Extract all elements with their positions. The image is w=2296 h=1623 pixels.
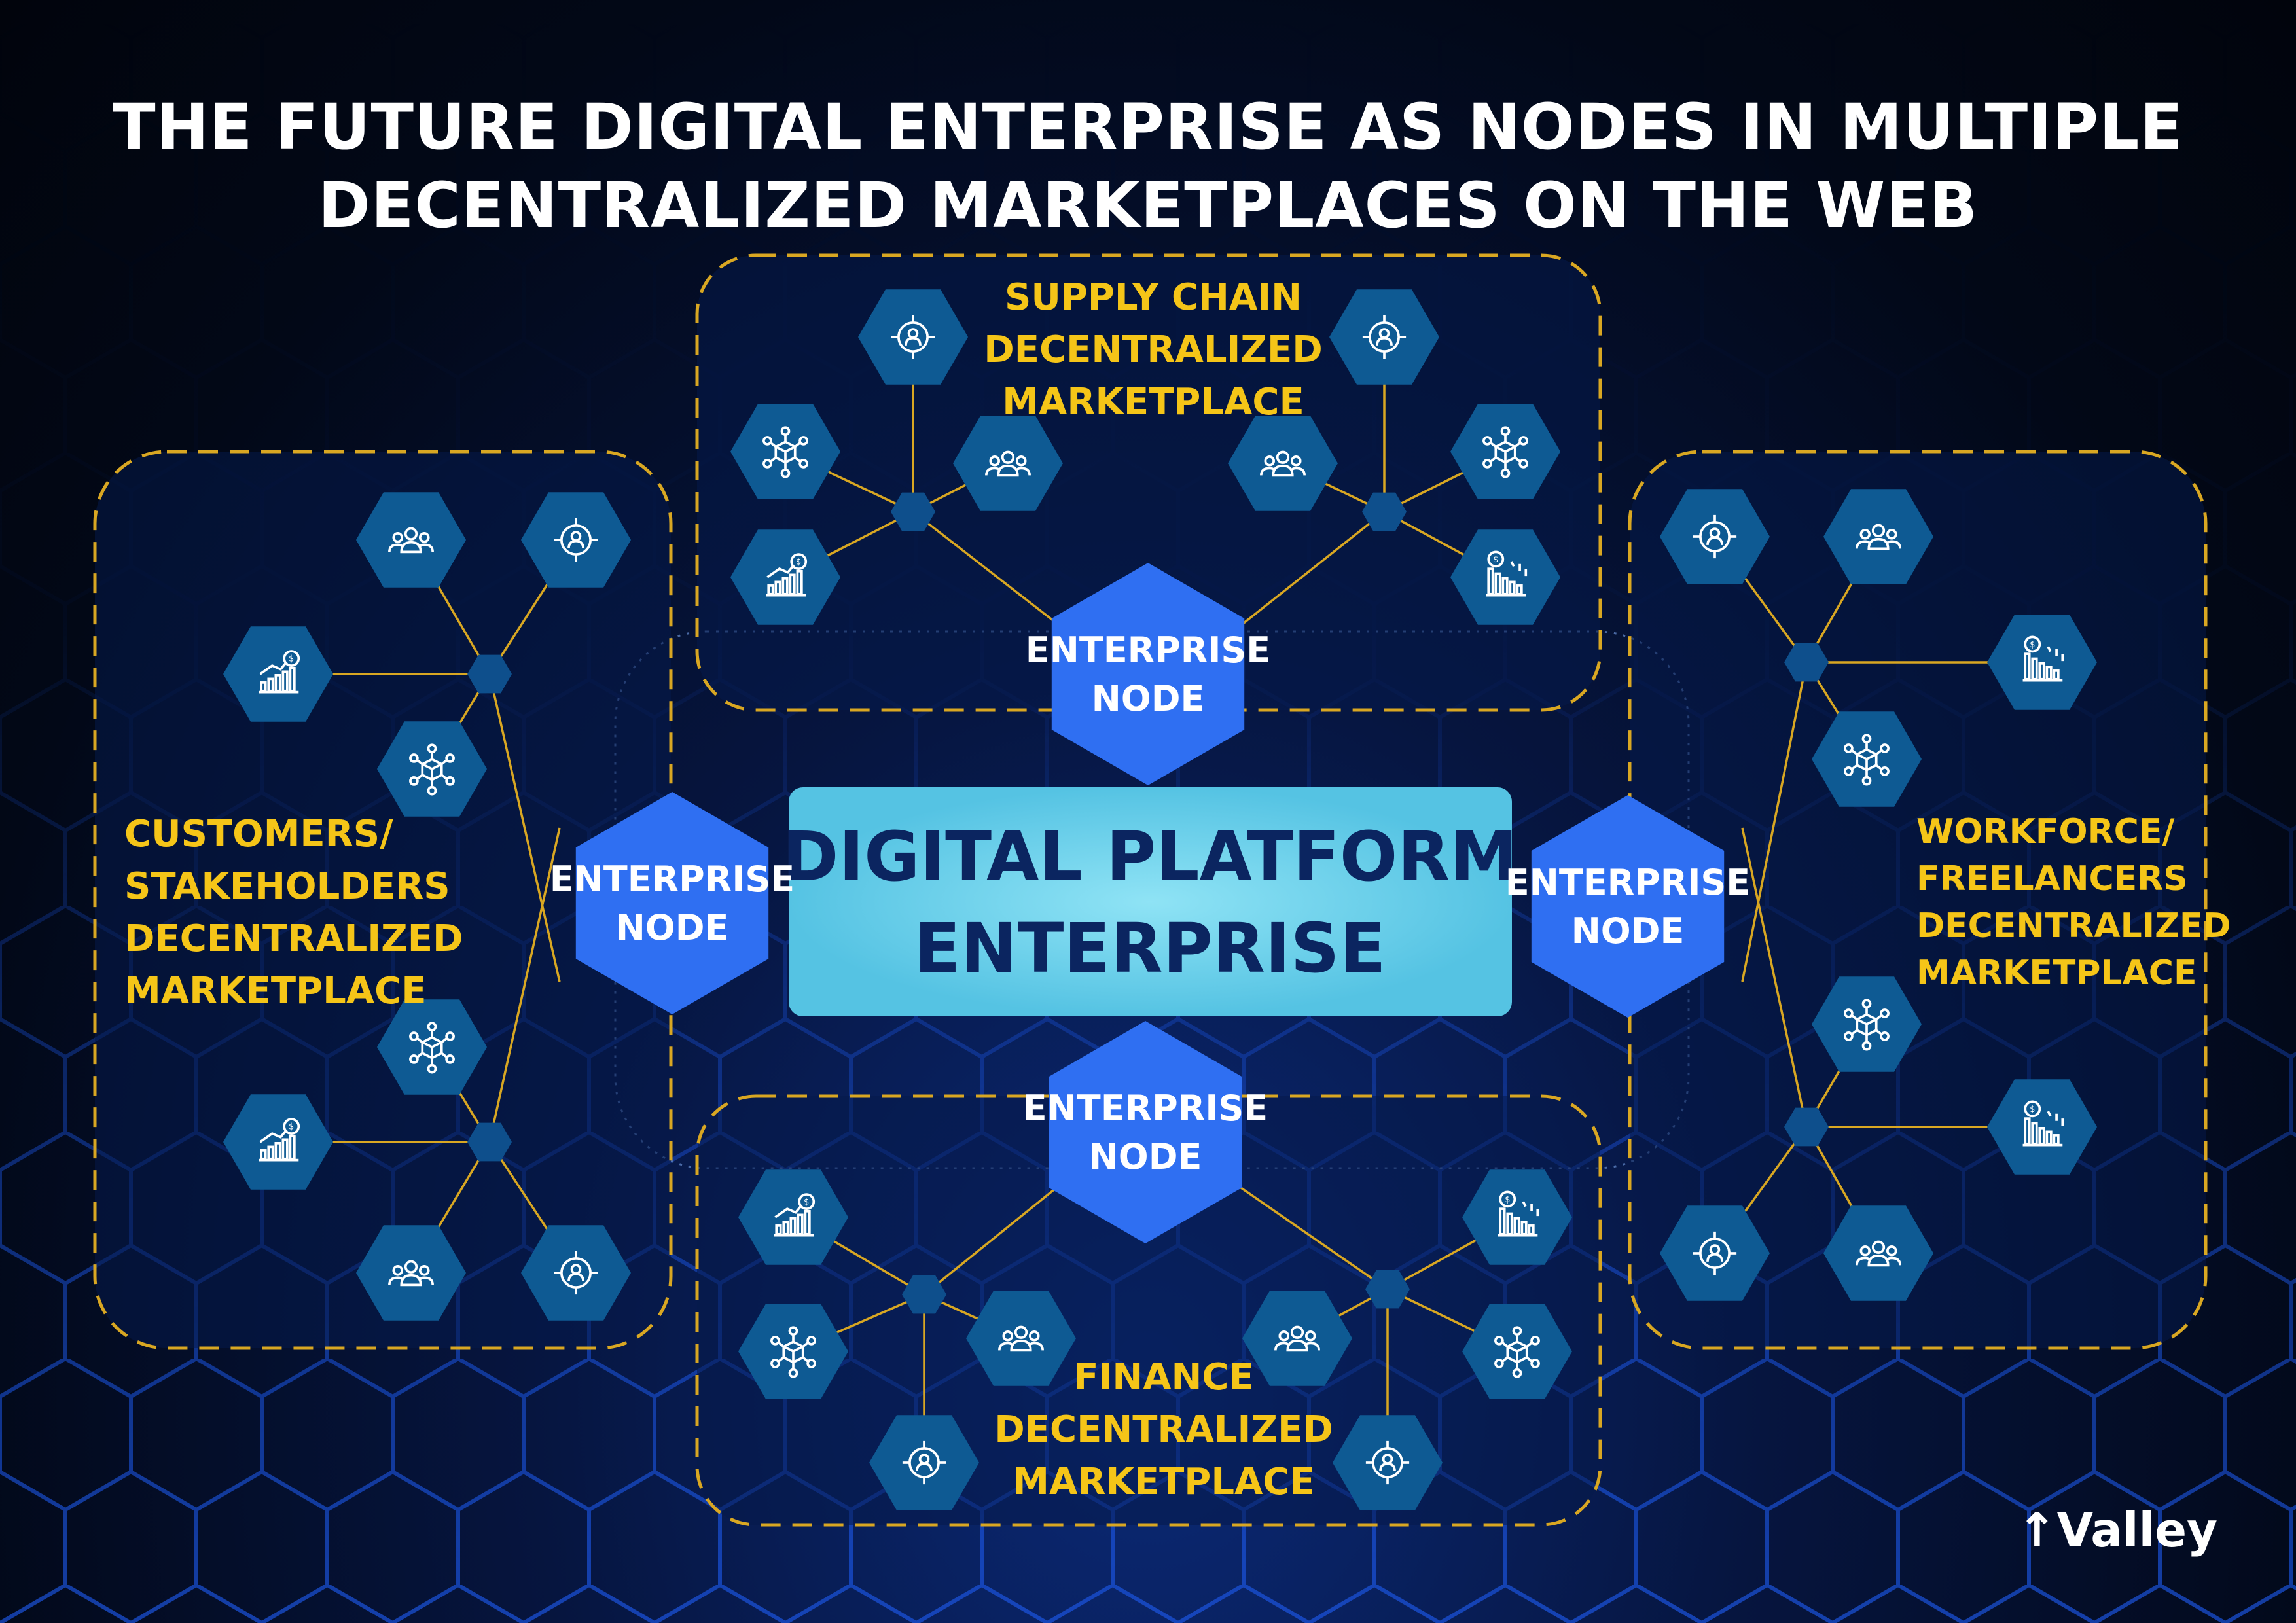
people-group-icon bbox=[356, 1225, 466, 1321]
workforce-label-line4: MARKETPLACE bbox=[1916, 954, 2197, 993]
growth-chart-icon bbox=[730, 529, 840, 625]
growth-chart-icon bbox=[738, 1169, 848, 1265]
work-bottom-to-enterprise bbox=[1741, 827, 1808, 1128]
connector-lines bbox=[278, 337, 2042, 1463]
target-person-icon bbox=[858, 289, 968, 385]
enterprise-node-left: ENTERPRISE NODE bbox=[550, 792, 795, 1014]
target-person-icon bbox=[869, 1415, 979, 1510]
target-person-icon bbox=[521, 492, 631, 588]
cust-bottom-hub bbox=[467, 1122, 512, 1162]
enterprise-node-bottom-line2: NODE bbox=[1089, 1136, 1202, 1177]
fin-left-hub bbox=[902, 1275, 946, 1314]
people-group-icon bbox=[1242, 1291, 1352, 1386]
target-person-icon bbox=[1660, 489, 1770, 584]
supply-chain-label: SUPPLY CHAIN DECENTRALIZED MARKETPLACE bbox=[984, 272, 1322, 429]
network-box-icon bbox=[377, 721, 487, 817]
target-person-icon bbox=[1660, 1205, 1770, 1301]
supply-chain-label-line2: DECENTRALIZED bbox=[984, 329, 1323, 371]
network-box-icon bbox=[1450, 404, 1560, 499]
work-bottom-hub bbox=[1784, 1107, 1829, 1147]
people-group-icon bbox=[1228, 416, 1338, 511]
cust-top-to-enterprise bbox=[488, 673, 561, 982]
title-line-1: THE FUTURE DIGITAL ENTERPRISE AS NODES I… bbox=[113, 90, 2183, 164]
supply-chain-label-line3: MARKETPLACE bbox=[1002, 381, 1304, 423]
logo-mark-icon: ↑ bbox=[2017, 1503, 2057, 1558]
network-box-icon bbox=[377, 999, 487, 1095]
workforce-label-line3: DECENTRALIZED bbox=[1916, 906, 2231, 946]
people-group-icon bbox=[1823, 489, 1933, 584]
customers-label: CUSTOMERS/ STAKEHOLDERS DECENTRALIZED MA… bbox=[124, 808, 463, 1018]
company-logo: ↑Valley bbox=[2017, 1503, 2217, 1558]
workforce-label: WORKFORCE/ FREELANCERS DECENTRALIZED MAR… bbox=[1916, 808, 2231, 997]
customers-label-line4: MARKETPLACE bbox=[124, 970, 427, 1012]
enterprise-node-left-line2: NODE bbox=[616, 907, 729, 948]
network-box-icon bbox=[1812, 711, 1922, 807]
network-box-icon bbox=[1812, 976, 1922, 1072]
target-person-icon bbox=[521, 1225, 631, 1321]
customers-label-line3: DECENTRALIZED bbox=[124, 918, 463, 960]
enterprise-node-right-line1: ENTERPRISE bbox=[1505, 862, 1750, 903]
hub-nodes bbox=[467, 492, 1829, 1314]
enterprise-node-top-hexagon bbox=[1051, 563, 1245, 785]
fin-right-hub bbox=[1365, 1270, 1410, 1309]
customers-label-line1: CUSTOMERS/ bbox=[124, 813, 393, 855]
growth-chart-icon bbox=[223, 1094, 333, 1190]
supply-left-hub bbox=[891, 492, 935, 531]
supply-right-hub bbox=[1362, 492, 1407, 531]
finance-label: FINANCE DECENTRALIZED MARKETPLACE bbox=[994, 1351, 1333, 1508]
decline-chart-icon bbox=[1462, 1169, 1572, 1265]
icon-nodes bbox=[223, 289, 2097, 1510]
decline-chart-icon bbox=[1987, 1079, 2097, 1175]
enterprise-node-top-line1: ENTERPRISE bbox=[1026, 630, 1270, 671]
supply-right-to-enterprise bbox=[1219, 510, 1386, 643]
people-group-icon bbox=[953, 416, 1063, 511]
people-group-icon bbox=[1823, 1205, 1933, 1301]
enterprise-node-right-line2: NODE bbox=[1571, 910, 1685, 952]
decline-chart-icon bbox=[1450, 529, 1560, 625]
finance-label-line1: FINANCE bbox=[1073, 1356, 1254, 1399]
fin-left-to-enterprise bbox=[923, 1170, 1078, 1296]
people-group-icon bbox=[966, 1291, 1076, 1386]
finance-label-line3: MARKETPLACE bbox=[1013, 1461, 1315, 1503]
network-box-icon bbox=[738, 1304, 848, 1399]
center-title-line1: DIGITAL PLATFORM bbox=[782, 817, 1518, 897]
enterprise-node-bottom-line1: ENTERPRISE bbox=[1023, 1088, 1268, 1129]
supply-chain-label-line1: SUPPLY CHAIN bbox=[1005, 276, 1302, 319]
enterprise-node-top-line2: NODE bbox=[1092, 678, 1205, 719]
cust-bottom-to-enterprise bbox=[488, 827, 561, 1143]
work-top-hub bbox=[1784, 643, 1829, 682]
enterprise-node-left-hexagon bbox=[575, 792, 769, 1014]
cust-top-hub bbox=[467, 654, 512, 694]
network-box-icon bbox=[1462, 1304, 1572, 1399]
customers-label-line2: STAKEHOLDERS bbox=[124, 865, 450, 908]
enterprise-node-left-line1: ENTERPRISE bbox=[550, 859, 795, 900]
enterprise-node-right-hexagon bbox=[1531, 795, 1725, 1018]
workforce-label-line2: FREELANCERS bbox=[1916, 859, 2188, 899]
network-box-icon bbox=[730, 404, 840, 499]
target-person-icon bbox=[1333, 1415, 1443, 1510]
enterprise-node-top: ENTERPRISE NODE bbox=[1026, 563, 1270, 785]
workforce-label-line1: WORKFORCE/ bbox=[1916, 812, 2175, 851]
work-top-to-enterprise bbox=[1741, 662, 1808, 982]
people-group-icon bbox=[356, 492, 466, 588]
enterprise-node-bottom-hexagon bbox=[1049, 1021, 1242, 1243]
center-title-line2: ENTERPRISE bbox=[914, 908, 1386, 988]
growth-chart-icon bbox=[223, 626, 333, 722]
enterprise-nodes: ENTERPRISE NODE ENTERPRISE NODE ENTERPRISE NO… bbox=[550, 563, 1750, 1243]
enterprise-node-right: ENTERPRISE NODE bbox=[1505, 795, 1750, 1018]
enterprise-node-bottom: ENTERPRISE NODE bbox=[1023, 1021, 1268, 1243]
finance-label-line2: DECENTRALIZED bbox=[994, 1408, 1333, 1451]
digital-platform-box bbox=[789, 787, 1512, 1016]
decline-chart-icon bbox=[1987, 615, 2097, 710]
target-person-icon bbox=[1329, 289, 1439, 385]
fin-right-to-enterprise bbox=[1217, 1170, 1388, 1291]
title-line-2: DECENTRALIZED MARKETPLACES ON THE WEB bbox=[318, 169, 1978, 242]
logo-text: Valley bbox=[2056, 1503, 2218, 1558]
